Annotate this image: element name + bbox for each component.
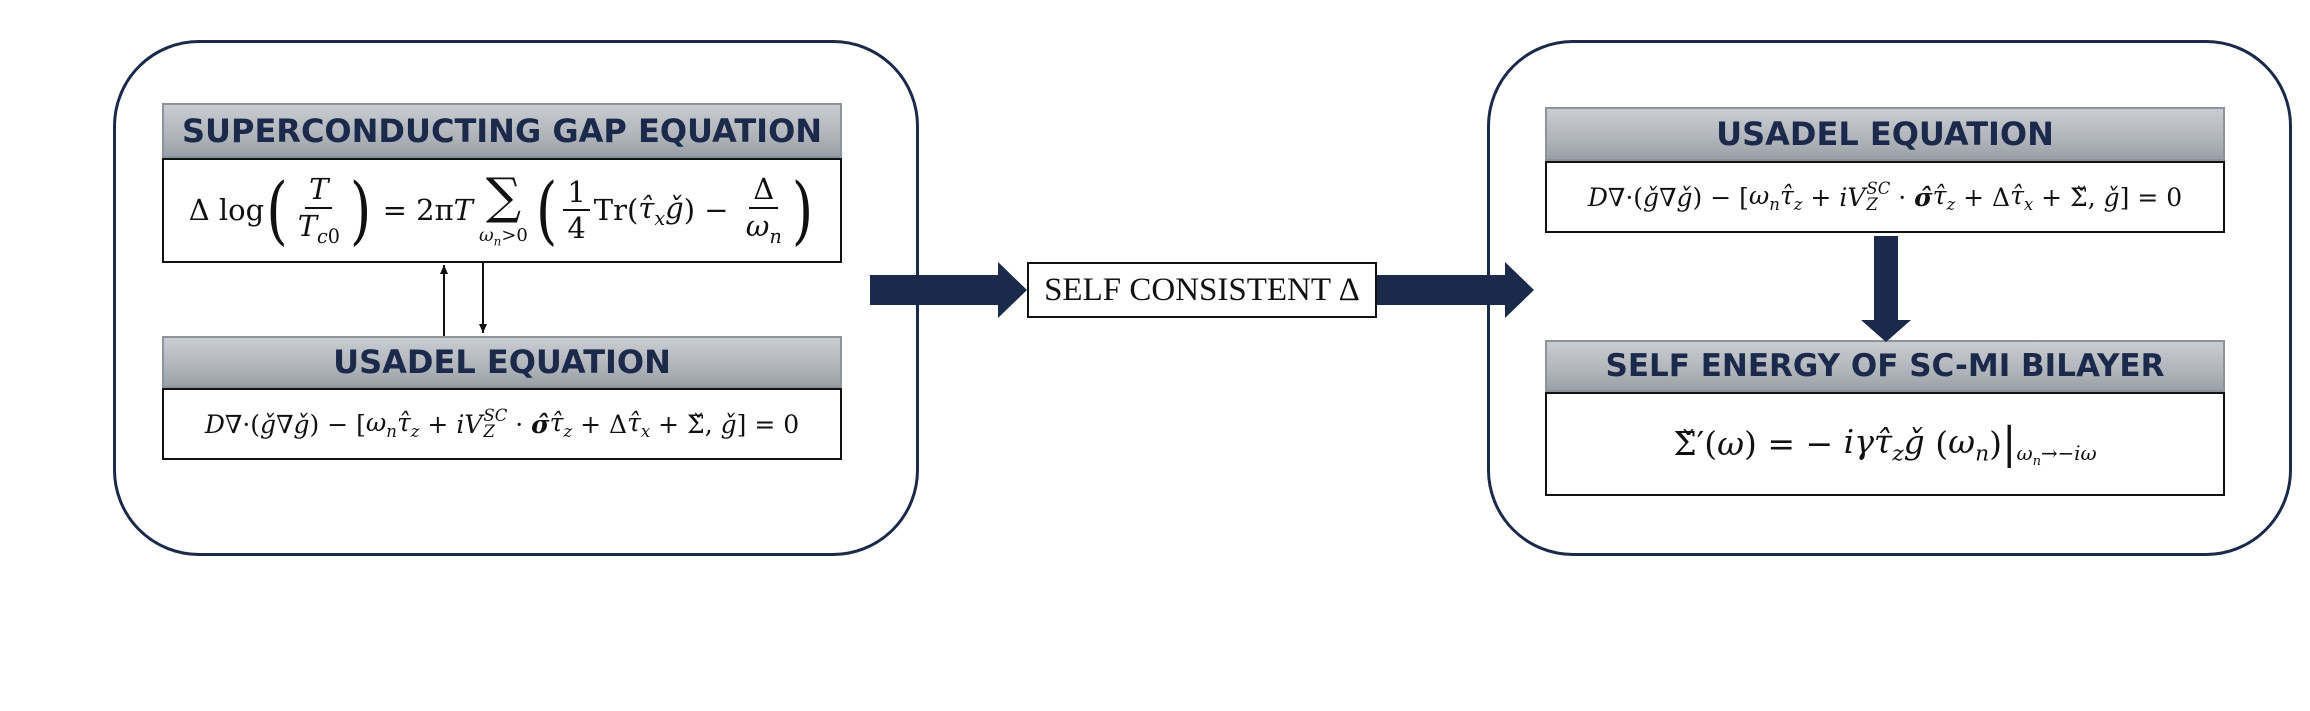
self-energy-equation: Σ̌′(ω) = − iγτ̂zǧ (ωn)|ωn→−iω	[1545, 392, 2225, 496]
block-arrow-left	[870, 262, 1027, 318]
right-usadel-header: USADEL EQUATION	[1545, 107, 2225, 161]
block-arrow-down	[1861, 236, 1911, 342]
left-usadel-header: USADEL EQUATION	[162, 336, 842, 388]
self-energy-header: SELF ENERGY OF SC-MI BILAYER	[1545, 340, 2225, 392]
gap-equation-header: SUPERCONDUCTING GAP EQUATION	[162, 103, 842, 158]
block-arrow-right	[1377, 262, 1534, 318]
self-consistent-delta-label: SELF CONSISTENT Δ	[1027, 262, 1377, 318]
